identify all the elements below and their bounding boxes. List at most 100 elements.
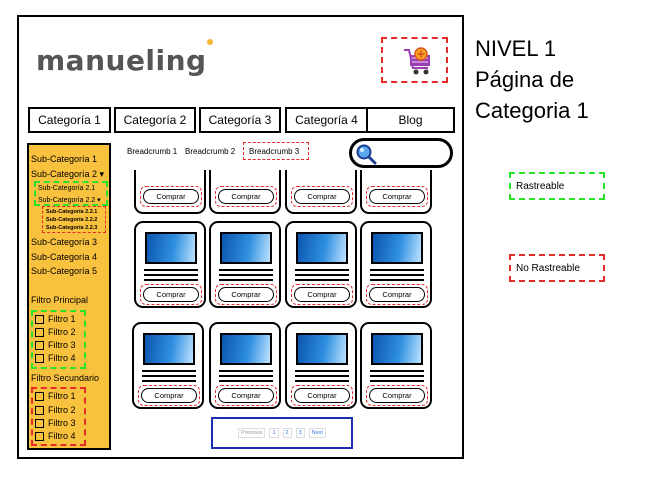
buy-button[interactable]: Comprar (369, 287, 425, 302)
filter-secondary-4[interactable]: Filtro 4 (35, 431, 76, 441)
product-image (296, 333, 348, 365)
sidebar-subcategory-5[interactable]: Sub-Categoría 5 (31, 266, 98, 276)
filter-primary-4[interactable]: Filtro 4 (35, 353, 76, 363)
product-image (371, 232, 423, 264)
buy-button[interactable]: Comprar (294, 189, 350, 204)
product-card[interactable]: Comprar (209, 170, 281, 214)
buy-button[interactable]: Comprar (294, 388, 350, 403)
breadcrumb-3[interactable]: Breadcrumb 3 (249, 147, 300, 156)
product-card[interactable]: Comprar (134, 170, 206, 214)
buy-not-crawlable-marker (140, 186, 202, 207)
sidebar-subcategory-2-2-2[interactable]: Sub-Categoría 2.2.2 (46, 217, 98, 223)
search-icon[interactable] (355, 143, 377, 170)
sidebar-subcategory-3[interactable]: Sub-Categoría 3 (31, 237, 98, 247)
product-title-line (295, 380, 349, 382)
product-title-line (295, 279, 349, 281)
product-title-line (219, 269, 273, 271)
product-title-line (144, 279, 198, 281)
product-title-line (370, 279, 424, 281)
sidebar (27, 143, 111, 450)
breadcrumb-not-crawlable-marker (243, 142, 309, 160)
filter-label: Filtro 2 (48, 327, 76, 337)
breadcrumb-2[interactable]: Breadcrumb 2 (185, 147, 236, 156)
product-title-line (219, 274, 273, 276)
filter-secondary-3[interactable]: Filtro 3 (35, 418, 76, 428)
product-title-line (370, 370, 424, 372)
shopping-cart-add-icon[interactable] (403, 46, 433, 83)
legend-crawlable-label: Rastreable (516, 181, 565, 192)
site-logo[interactable]: manueling (36, 44, 207, 77)
product-card[interactable]: Comprar (285, 170, 357, 214)
pagination-page-2[interactable]: 2 (282, 428, 292, 438)
product-card[interactable]: Comprar (285, 322, 357, 409)
product-title-line (142, 370, 196, 372)
sidebar-subcategory-2[interactable]: Sub-Categoría 2 ▾ (31, 169, 105, 179)
product-card[interactable]: Comprar (134, 221, 206, 308)
filter-label: Filtro 3 (48, 340, 76, 350)
nav-category-1[interactable]: Categoría 1 (28, 107, 111, 133)
pagination-page-1[interactable]: 1 (269, 428, 279, 438)
product-title-line (370, 375, 424, 377)
buy-button[interactable]: Comprar (218, 287, 274, 302)
checkbox[interactable] (35, 391, 44, 401)
product-card[interactable]: Comprar (360, 322, 432, 409)
sidebar-subcategory-2-2[interactable]: Sub-Categoría 2.2 ▾ (38, 197, 101, 204)
product-title-line (142, 375, 196, 377)
buy-button[interactable]: Comprar (369, 189, 425, 204)
buy-not-crawlable-marker (291, 385, 353, 406)
nav-blog[interactable]: Blog (366, 107, 455, 133)
buy-button[interactable]: Comprar (218, 388, 274, 403)
checkbox[interactable] (35, 431, 44, 441)
buy-button[interactable]: Comprar (218, 189, 274, 204)
product-title-line (295, 375, 349, 377)
checkbox[interactable] (35, 314, 44, 324)
product-card[interactable]: Comprar (209, 322, 281, 409)
checkbox[interactable] (35, 405, 44, 415)
checkbox[interactable] (35, 353, 44, 363)
buy-button[interactable]: Comprar (369, 388, 425, 403)
filter-primary-3[interactable]: Filtro 3 (35, 340, 76, 350)
buy-not-crawlable-marker (366, 186, 428, 207)
level-title-line: NIVEL 1 (475, 36, 557, 61)
product-image (296, 232, 348, 264)
buy-button[interactable]: Comprar (143, 189, 199, 204)
breadcrumb-1[interactable]: Breadcrumb 1 (127, 147, 178, 156)
sidebar-subcategory-2-1[interactable]: Sub-Categoría 2.1 (38, 185, 96, 192)
checkbox[interactable] (35, 327, 44, 337)
filter-primary-1[interactable]: Filtro 1 (35, 314, 76, 324)
product-card[interactable]: Comprar (360, 170, 432, 214)
checkbox[interactable] (35, 418, 44, 428)
nav-category-4[interactable]: Categoría 4 (285, 107, 368, 133)
filter-secondary-1[interactable]: Filtro 1 (35, 391, 76, 401)
product-title-line (295, 274, 349, 276)
filter-label: Filtro 3 (48, 418, 76, 428)
buy-button[interactable]: Comprar (143, 287, 199, 302)
product-card[interactable]: Comprar (285, 221, 357, 308)
sidebar-subcategory-1[interactable]: Sub-Categoría 1 (31, 154, 98, 164)
sidebar-subcategory-4[interactable]: Sub-Categoría 4 (31, 252, 98, 262)
buy-button[interactable]: Comprar (141, 388, 197, 403)
nav-category-2[interactable]: Categoría 2 (114, 107, 196, 133)
product-card[interactable]: Comprar (209, 221, 281, 308)
nav-category-3[interactable]: Categoría 3 (199, 107, 281, 133)
filter-secondary-title: Filtro Secundario (31, 373, 100, 383)
filter-primary-2[interactable]: Filtro 2 (35, 327, 76, 337)
pagination-page-3[interactable]: 3 (295, 428, 305, 438)
product-image (143, 333, 195, 365)
sidebar-subcategory-2-2-1[interactable]: Sub-Categoría 2.2.1 (46, 209, 98, 215)
buy-button[interactable]: Comprar (294, 287, 350, 302)
cart-not-crawlable-marker[interactable] (381, 37, 448, 83)
product-title-line (219, 380, 273, 382)
filter-label: Filtro 2 (48, 405, 76, 415)
checkbox[interactable] (35, 340, 44, 350)
product-card[interactable]: Comprar (360, 221, 432, 308)
pagination-previous[interactable]: Previous (238, 428, 266, 438)
product-title-line (295, 269, 349, 271)
pagination-next[interactable]: Next (308, 428, 326, 438)
product-card[interactable]: Comprar (132, 322, 204, 409)
product-title-line (219, 370, 273, 372)
sidebar-subcategory-2-2-3[interactable]: Sub-Categoría 2.2.3 (46, 225, 98, 231)
filter-label: Filtro 4 (48, 353, 76, 363)
filter-secondary-2[interactable]: Filtro 2 (35, 405, 76, 415)
search-input[interactable] (349, 138, 453, 168)
